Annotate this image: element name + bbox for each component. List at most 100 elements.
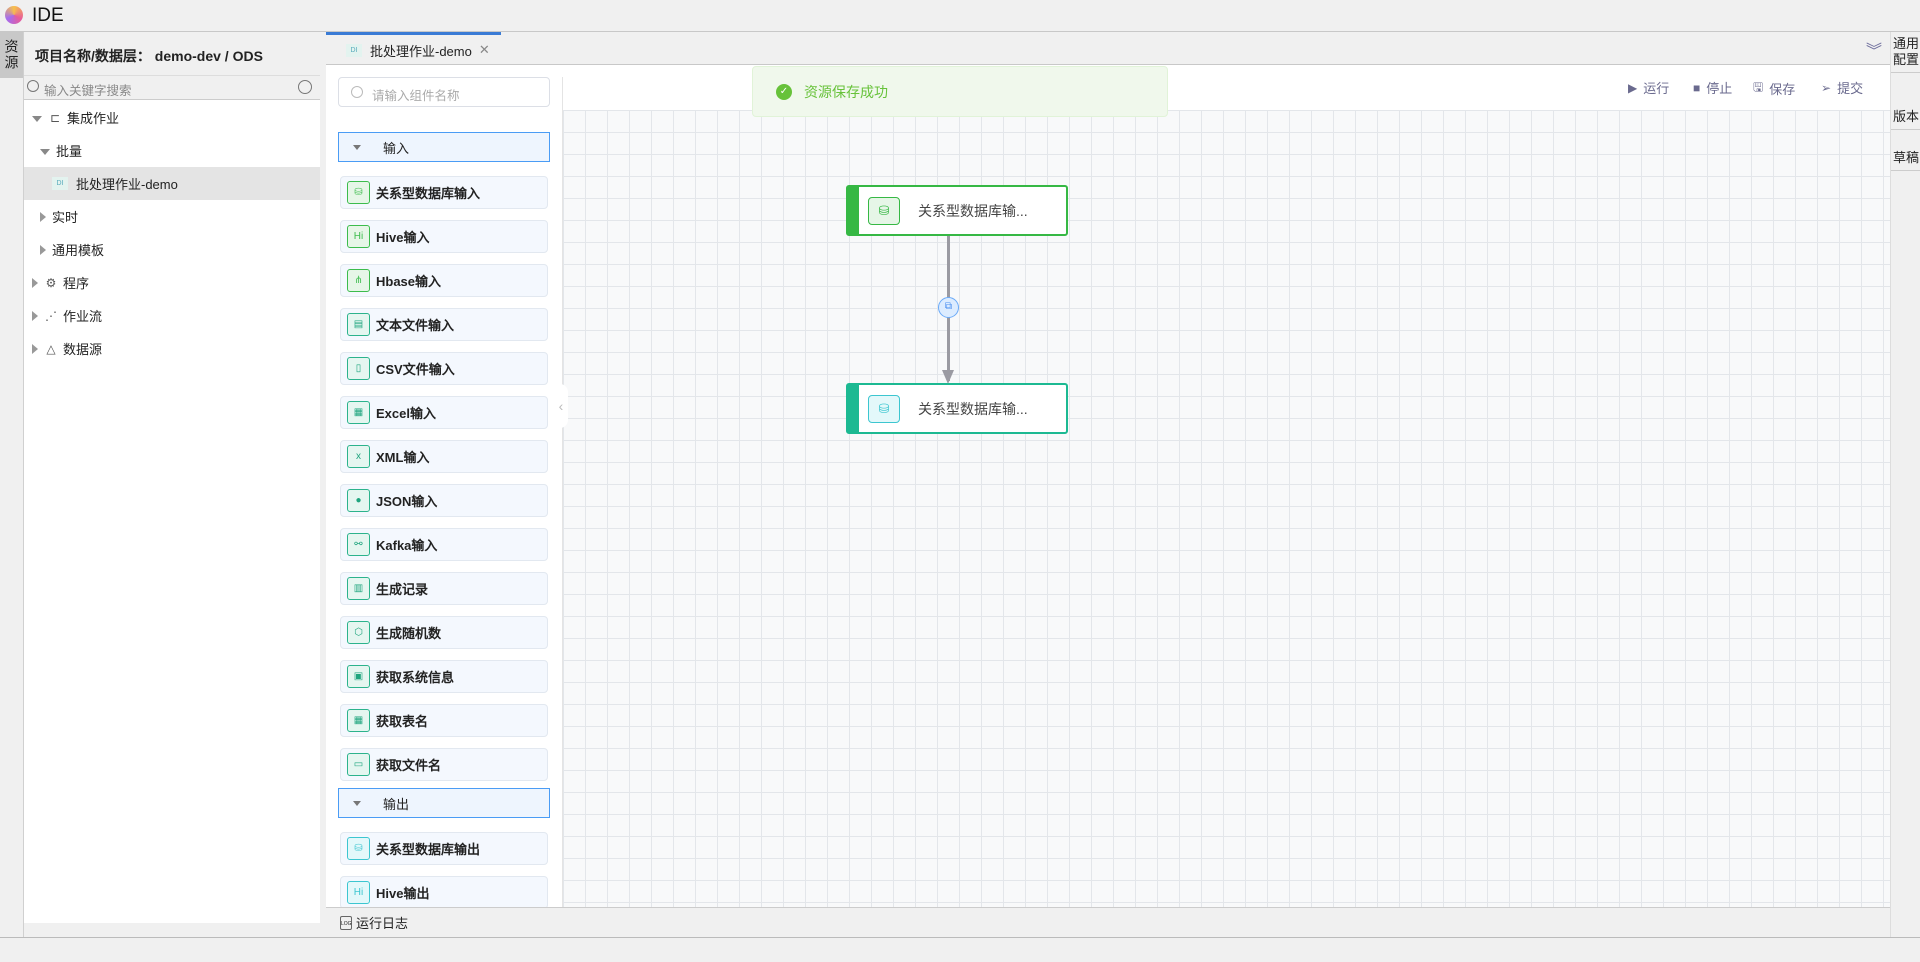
component-icon: ▭ (347, 753, 370, 776)
resources-tab[interactable]: 资源 (0, 32, 23, 78)
section-label: 输出 (383, 796, 410, 812)
run-log-button[interactable]: 运行日志 (356, 916, 409, 931)
chevron-right-icon[interactable] (40, 244, 46, 255)
palette-item-label: 生成记录 (376, 582, 429, 597)
tab-bar: DI 批处理作业-demo ✕ ︾ (326, 32, 1890, 65)
component-icon: ⬡ (347, 621, 370, 644)
double-chevron-down-icon[interactable]: ︾ (1865, 43, 1882, 60)
palette-item[interactable]: ●JSON输入 (340, 484, 548, 517)
component-icon: ▤ (347, 313, 370, 336)
tree-item-label: 作业流 (63, 309, 103, 324)
node-db-input[interactable]: ⛁关系型数据库输... (846, 185, 1068, 236)
collapse-palette-handle[interactable]: ‹ (554, 384, 568, 428)
tab-label: 批处理作业-demo (370, 43, 472, 59)
palette-item[interactable]: ▭获取文件名 (340, 748, 548, 781)
arrow-head (942, 370, 954, 384)
save-icon: 🖫 (1753, 80, 1764, 94)
chevron-right-icon[interactable] (32, 277, 38, 288)
component-icon: ⋔ (347, 269, 370, 292)
datasource-icon: △ (46, 341, 56, 356)
palette-section-input[interactable]: 输入 (338, 132, 550, 162)
component-icon: ▥ (347, 577, 370, 600)
right-tab-draft[interactable]: 草稿 (1891, 146, 1920, 171)
palette-item[interactable]: ▯CSV文件输入 (340, 352, 548, 385)
component-icon: ▦ (347, 709, 370, 732)
component-icon: ⚯ (347, 533, 370, 556)
gear-icon: ⚙ (45, 275, 57, 290)
palette-item-label: Hbase输入 (376, 274, 442, 289)
chevron-right-icon[interactable] (40, 211, 46, 222)
node-db-output[interactable]: ⛁关系型数据库输... (846, 383, 1068, 434)
save-button[interactable]: 🖫保存 (1753, 78, 1795, 99)
tree-item-templates[interactable]: 通用模板 (24, 233, 320, 266)
database-output-icon: ⛁ (868, 394, 900, 423)
app-title: IDE (32, 5, 64, 26)
palette-item[interactable]: ▦获取表名 (340, 704, 548, 737)
palette-item-label: 关系型数据库输出 (376, 842, 481, 857)
flow-icon: ⋰ (45, 308, 57, 323)
submit-button[interactable]: ➢提交 (1821, 78, 1863, 97)
success-toast: ✓资源保存成功 (752, 66, 1168, 117)
tree-item-programs[interactable]: ⚙ 程序 (24, 266, 320, 299)
palette-item[interactable]: ⋔ Hbase输入 (340, 264, 548, 297)
tree-item-batch[interactable]: 批量 (24, 134, 320, 167)
palette-item-label: 关系型数据库输入 (376, 186, 481, 201)
palette-item[interactable]: ▣获取系统信息 (340, 660, 548, 693)
palette-section-output[interactable]: 输出 (338, 788, 550, 818)
tree-search-input[interactable]: 输入关键字搜索 (24, 76, 320, 100)
flow-canvas[interactable]: ⧉ ⛁关系型数据库输... ⛁关系型数据库输... (563, 110, 1890, 907)
chevron-down-icon[interactable] (40, 149, 50, 155)
di-badge: DI (346, 43, 362, 57)
tree-item-label: 程序 (63, 276, 90, 291)
tree-item-job-flow[interactable]: ⋰ 作业流 (24, 299, 320, 332)
right-tab-general-config[interactable]: 通用配置 (1891, 32, 1920, 73)
locate-icon[interactable] (298, 80, 312, 94)
component-icon: x (347, 445, 370, 468)
palette-item[interactable]: ⛁关系型数据库输出 (340, 832, 548, 865)
chevron-right-icon[interactable] (32, 343, 38, 354)
component-search-input[interactable]: 请输入组件名称 (338, 77, 550, 107)
search-placeholder: 请输入组件名称 (372, 89, 460, 103)
tree-item-label: 通用模板 (52, 243, 105, 258)
close-icon[interactable]: ✕ (478, 42, 490, 57)
chevron-right-icon[interactable] (32, 310, 38, 321)
toast-message: 资源保存成功 (804, 83, 888, 100)
copy-icon[interactable]: ⧉ (938, 297, 959, 318)
palette-item[interactable]: ⬡生成随机数 (340, 616, 548, 649)
palette-item[interactable]: ⛁关系型数据库输入 (340, 176, 548, 209)
search-placeholder: 输入关键字搜索 (44, 84, 132, 98)
palette-divider (562, 77, 563, 907)
right-tab-version[interactable]: 版本 (1891, 105, 1920, 130)
chevron-down-icon[interactable] (32, 116, 42, 122)
component-icon: Hi (347, 225, 370, 248)
app-logo (5, 6, 23, 24)
chevron-down-icon (353, 144, 361, 150)
title-bar: IDE (0, 0, 1920, 32)
tree-item-realtime[interactable]: 实时 (24, 200, 320, 233)
workflow-icon: ⊏ (49, 110, 61, 125)
palette-item[interactable]: ▤文本文件输入 (340, 308, 548, 341)
palette-item[interactable]: ⚯Kafka输入 (340, 528, 548, 561)
tree-item-label: 实时 (52, 210, 79, 225)
tab-batch-job-demo[interactable]: DI 批处理作业-demo ✕ (326, 32, 501, 65)
tree-item-label: 集成作业 (67, 111, 120, 126)
run-button[interactable]: ▶运行 (1628, 78, 1669, 97)
right-tool-strip: 通用配置 版本 草稿 (1890, 32, 1920, 937)
palette-item-label: CSV文件输入 (376, 362, 455, 377)
resource-tree-panel: 项目名称/数据层： demo-dev / ODS 输入关键字搜索 ⊏集成作业 批… (24, 32, 320, 923)
database-input-icon: ⛁ (868, 196, 900, 225)
tree-item-integration-jobs[interactable]: ⊏ 集成作业 (24, 101, 320, 134)
run-label: 运行 (1643, 81, 1670, 96)
send-icon: ➢ (1821, 80, 1832, 95)
palette-item[interactable]: ▥ 生成记录 (340, 572, 548, 605)
stop-button[interactable]: ■停止 (1693, 78, 1732, 97)
palette-item[interactable]: ▦Excel输入 (340, 396, 548, 429)
tree-item-datasource[interactable]: △数据源 (24, 332, 320, 365)
component-icon: Hi (347, 881, 370, 904)
chevron-down-icon (353, 800, 361, 806)
